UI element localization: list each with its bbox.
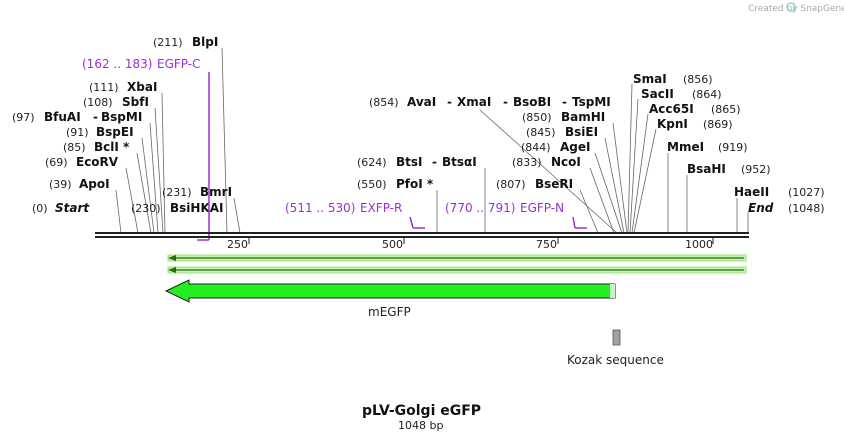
site-position: (1027) xyxy=(788,186,825,199)
site-position: (231) xyxy=(162,186,192,199)
site-position: (111) xyxy=(89,81,119,94)
site-bspmi[interactable]: BspMI xyxy=(101,110,142,124)
primer-range: (162 .. 183) xyxy=(82,57,152,71)
map-end-label: End xyxy=(748,201,774,215)
site-bsahi[interactable]: BsaHI xyxy=(687,162,726,176)
map-start-label: Start xyxy=(55,201,90,215)
feature-megfp-label: mEGFP xyxy=(368,305,411,319)
site-haeii[interactable]: HaeII xyxy=(734,185,769,199)
site-position: (807) xyxy=(496,178,526,191)
site-bsobi[interactable]: BsoBI xyxy=(513,95,551,109)
site-position: (624) xyxy=(357,156,387,169)
svg-text:-: - xyxy=(562,95,567,109)
site-avai[interactable]: AvaI xyxy=(407,95,436,109)
primer-markers xyxy=(197,72,587,241)
site-apoi[interactable]: ApoI xyxy=(79,177,110,191)
map-title: pLV-Golgi eGFP xyxy=(362,403,481,419)
site-position: (1048) xyxy=(788,202,825,215)
site-position: (85) xyxy=(63,141,86,154)
site-position: (230) xyxy=(131,202,161,215)
orf-track-1[interactable] xyxy=(167,254,747,262)
tick-label: 250 xyxy=(227,238,248,251)
site-kpni[interactable]: KpnI xyxy=(657,117,688,131)
site-position: (850) xyxy=(522,111,552,124)
site-sacii[interactable]: SacII xyxy=(641,87,674,101)
tick-label: 1000 xyxy=(685,238,713,251)
snapgene-logo-icon xyxy=(786,2,796,12)
svg-text:-: - xyxy=(447,95,452,109)
site-pfoi[interactable]: PfoI * xyxy=(396,177,434,191)
primer-egfp-c[interactable]: EGFP-C xyxy=(157,57,200,71)
site-position: (91) xyxy=(66,126,89,139)
site-position: (856) xyxy=(683,73,713,86)
site-ncoi[interactable]: NcoI xyxy=(551,155,581,169)
site-position: (97) xyxy=(12,111,35,124)
map-length: 1048 bp xyxy=(398,419,443,432)
site-xbai[interactable]: XbaI xyxy=(127,80,157,94)
tick-label: 750 xyxy=(536,238,557,251)
feature-megfp-arrow[interactable] xyxy=(164,279,616,303)
site-btsai[interactable]: BtsαI xyxy=(442,155,477,169)
site-position: (952) xyxy=(741,163,771,176)
site-mmei[interactable]: MmeI xyxy=(667,140,704,154)
site-position: (550) xyxy=(357,178,387,191)
site-position: (919) xyxy=(718,141,748,154)
primer-egfp-n[interactable]: EGFP-N xyxy=(520,201,564,215)
site-position: (0) xyxy=(32,202,48,215)
site-sbfi[interactable]: SbfI xyxy=(122,95,149,109)
snapgene-credit: Created by SnapGene xyxy=(748,4,844,14)
site-bamhi[interactable]: BamHI xyxy=(561,110,605,124)
site-bsihkai[interactable]: BsiHKAI xyxy=(170,201,224,215)
site-position: (69) xyxy=(45,156,68,169)
site-bmri[interactable]: BmrI xyxy=(200,185,232,199)
site-bspei[interactable]: BspEI xyxy=(96,125,134,139)
site-agei[interactable]: AgeI xyxy=(560,140,590,154)
primer-range: (770 .. 791) xyxy=(445,201,515,215)
site-position: (869) xyxy=(703,118,733,131)
scale-ticks: 250 500 750 1000 xyxy=(227,238,714,251)
dna-backbone xyxy=(95,232,749,238)
feature-kozak-label: Kozak sequence xyxy=(567,353,664,367)
site-blpi[interactable]: BlpI xyxy=(192,35,218,49)
site-position: (39) xyxy=(49,178,72,191)
primer-range: (511 .. 530) xyxy=(285,201,355,215)
orf-track-2[interactable] xyxy=(167,266,747,274)
site-acc65i[interactable]: Acc65I xyxy=(649,102,694,116)
site-bcli[interactable]: BclI * xyxy=(94,140,130,154)
site-tspmi[interactable]: TspMI xyxy=(572,95,611,109)
site-position: (854) xyxy=(369,96,399,109)
site-position: (108) xyxy=(83,96,113,109)
site-position: (864) xyxy=(692,88,722,101)
site-xmai[interactable]: XmaI xyxy=(457,95,491,109)
primer-exfp-r[interactable]: EXFP-R xyxy=(360,201,402,215)
svg-text:-: - xyxy=(93,110,98,124)
site-bsiei[interactable]: BsiEI xyxy=(565,125,598,139)
site-position: (845) xyxy=(526,126,556,139)
site-position: (211) xyxy=(153,36,183,49)
site-position: (844) xyxy=(521,141,551,154)
svg-text:-: - xyxy=(432,155,437,169)
site-btsi[interactable]: BtsI xyxy=(396,155,423,169)
tick-label: 500 xyxy=(382,238,403,251)
site-position: (865) xyxy=(711,103,741,116)
site-leader-lines xyxy=(115,47,749,234)
site-ecorv[interactable]: EcoRV xyxy=(76,155,119,169)
site-bfuai[interactable]: BfuAI xyxy=(44,110,81,124)
site-position: (833) xyxy=(512,156,542,169)
site-smai[interactable]: SmaI xyxy=(633,72,667,86)
site-bseri[interactable]: BseRI xyxy=(535,177,573,191)
svg-text:-: - xyxy=(503,95,508,109)
feature-kozak-box[interactable] xyxy=(612,329,621,346)
